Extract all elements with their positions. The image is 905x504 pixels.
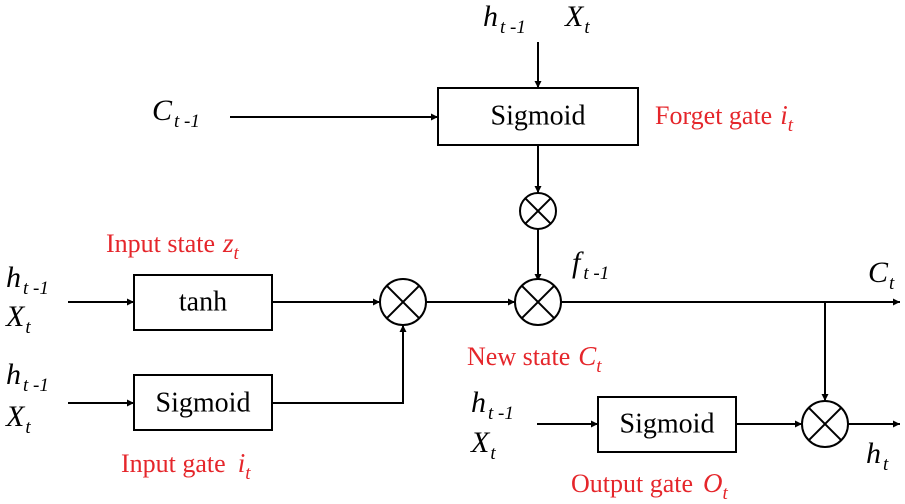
combine-multiply-icon	[514, 278, 562, 326]
input-gate-input-x: Xt	[5, 400, 31, 438]
tanh-input-x: Xt	[5, 300, 31, 338]
forget-multiply-icon	[519, 192, 557, 230]
svg-text:tanh: tanh	[179, 287, 227, 318]
top-input-x: Xt	[564, 0, 590, 38]
input-sigmoid-box: Sigmoid	[133, 374, 273, 431]
output-multiply-icon	[801, 400, 849, 448]
output-sigmoid-box: Sigmoid	[597, 396, 737, 453]
cell-out-label: Ct	[868, 256, 895, 294]
output-gate-input-x: Xt	[470, 426, 496, 464]
forget-sigmoid-box: Sigmoid	[437, 87, 639, 146]
svg-text:Sigmoid: Sigmoid	[156, 388, 251, 419]
tanh-box: tanh	[133, 274, 273, 331]
svg-text:Sigmoid: Sigmoid	[491, 101, 586, 132]
input-multiply-icon	[379, 278, 427, 326]
wire-input-sigmoid-to-mult	[272, 325, 407, 404]
svg-text:Sigmoid: Sigmoid	[620, 409, 715, 440]
